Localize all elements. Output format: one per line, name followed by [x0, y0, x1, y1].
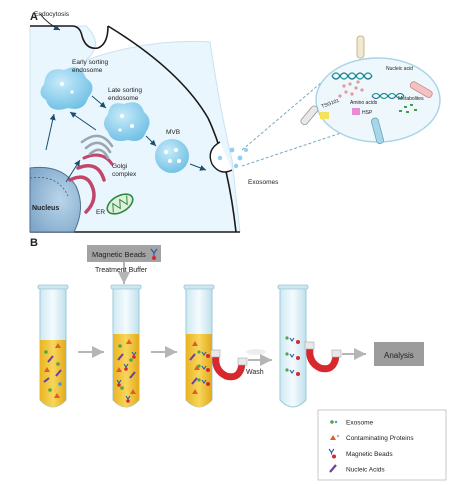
legend-item-contaminating-proteins: Contaminating Proteins	[330, 434, 414, 442]
panel-a-letter: A	[30, 11, 38, 23]
legend-label-magnetic-beads: Magnetic Beads	[346, 451, 393, 458]
cell-membrane	[107, 25, 237, 233]
golgi-label-2: complex	[112, 171, 137, 178]
early-endosome-label-1: Early sorting	[72, 59, 109, 66]
vesicle	[70, 90, 74, 94]
early-sorting-endosome	[40, 67, 93, 110]
mitochondrion-cristae	[112, 195, 128, 213]
arrow-golgi-to-endosome	[69, 111, 97, 131]
magnet-2	[304, 341, 342, 373]
zoom-line-bottom	[241, 131, 345, 167]
arrow-mvb-to-membrane	[189, 163, 207, 171]
tube-3-contents	[189, 341, 210, 394]
endocytosis-label: Endocytosis	[34, 11, 70, 18]
magnetic-beads-box	[87, 245, 161, 262]
tube-2	[110, 284, 142, 408]
legend-item-magnetic-beads: Magnetic Beads	[328, 448, 393, 459]
legend-label-nucleic-acids: Nucleic Acids	[346, 467, 385, 474]
golgi-cisterna	[88, 148, 110, 160]
legend-item-exosome: Exosome	[330, 420, 373, 427]
er-stack	[76, 164, 106, 182]
late-sorting-endosome	[104, 102, 150, 141]
er	[68, 175, 96, 214]
wash-label: Wash	[246, 369, 264, 376]
nucleic-acid-helix	[331, 72, 373, 80]
endocytosis-pit	[30, 25, 109, 50]
zoom-line-top	[241, 81, 323, 151]
magnet-1	[210, 349, 248, 381]
tube-1-contents	[43, 343, 62, 398]
magnetic-beads-box-label: Magnetic Beads	[92, 250, 146, 259]
golgi-cisterna	[84, 141, 112, 154]
exosome	[244, 148, 248, 152]
legend-label-exosome: Exosome	[346, 420, 373, 427]
membrane-protein	[356, 35, 365, 59]
nucleic-acid-helix	[331, 72, 373, 80]
tube-4	[277, 284, 309, 408]
er-stack	[82, 153, 114, 166]
er-label: ER	[96, 209, 105, 216]
exosome	[229, 147, 235, 153]
tube-2-contents	[116, 339, 137, 403]
arrow-early-to-late	[91, 95, 107, 109]
golgi-complex	[80, 134, 114, 148]
membrane-protein	[371, 117, 384, 145]
golgi-label-1: Golgi	[112, 163, 127, 170]
amino-acids	[338, 80, 364, 98]
vesicle	[130, 124, 134, 128]
mvb	[155, 139, 189, 173]
exosomes-label: Exosomes	[248, 179, 279, 186]
amino-acids-label: Amino acids	[350, 100, 378, 106]
endocytosis-arrow	[39, 13, 61, 31]
magnetic-bead-icon	[150, 248, 158, 260]
arrow-to-early-endosome	[45, 113, 56, 151]
mvb-label: MVB	[166, 129, 180, 136]
exosome	[237, 155, 243, 161]
vesicle	[120, 114, 124, 118]
nucleus-label: Nucleus	[32, 205, 59, 212]
nuclear-envelope	[29, 177, 69, 197]
analysis-box	[374, 342, 424, 366]
arrow-er-to-golgi	[65, 159, 81, 183]
legend-label-contaminating-proteins: Contaminating Proteins	[346, 435, 414, 442]
hsp-label: HSP	[362, 110, 373, 116]
tsg101-protein	[320, 112, 329, 119]
analysis-label: Analysis	[384, 351, 414, 360]
vesicle	[118, 128, 122, 132]
nucleic-acid-label: Nucleic acid	[386, 66, 413, 72]
legend-box	[317, 409, 447, 481]
hsp-protein	[352, 108, 360, 115]
tube-1	[37, 284, 69, 408]
membrane-protein	[409, 81, 433, 98]
arrow-late-to-mvb	[145, 135, 157, 147]
tube-4-contents	[285, 336, 300, 376]
legend-item-nucleic-acids: Nucleic Acids	[329, 464, 385, 474]
exosome	[233, 163, 239, 169]
early-endosome-label-2: endosome	[72, 67, 103, 74]
panel-b-letter: B	[30, 237, 38, 249]
nucleic-acid-helix	[371, 92, 405, 100]
vesicle	[168, 159, 172, 163]
vesicle	[174, 148, 178, 152]
wash-drop	[246, 349, 266, 355]
metabolites	[399, 104, 417, 113]
vesicle	[177, 159, 181, 163]
vesicle	[60, 82, 64, 86]
tube-3	[183, 284, 215, 408]
exosome	[217, 155, 223, 161]
late-endosome-label-2: endosome	[108, 95, 139, 102]
nucleus	[29, 166, 81, 233]
late-endosome-label-1: Late sorting	[108, 87, 142, 94]
membrane-protein	[300, 105, 319, 126]
vesicle	[164, 150, 168, 154]
metabolites-label: Metabolites	[398, 96, 424, 102]
treatment-buffer-label: Treatment Buffer	[95, 267, 148, 274]
